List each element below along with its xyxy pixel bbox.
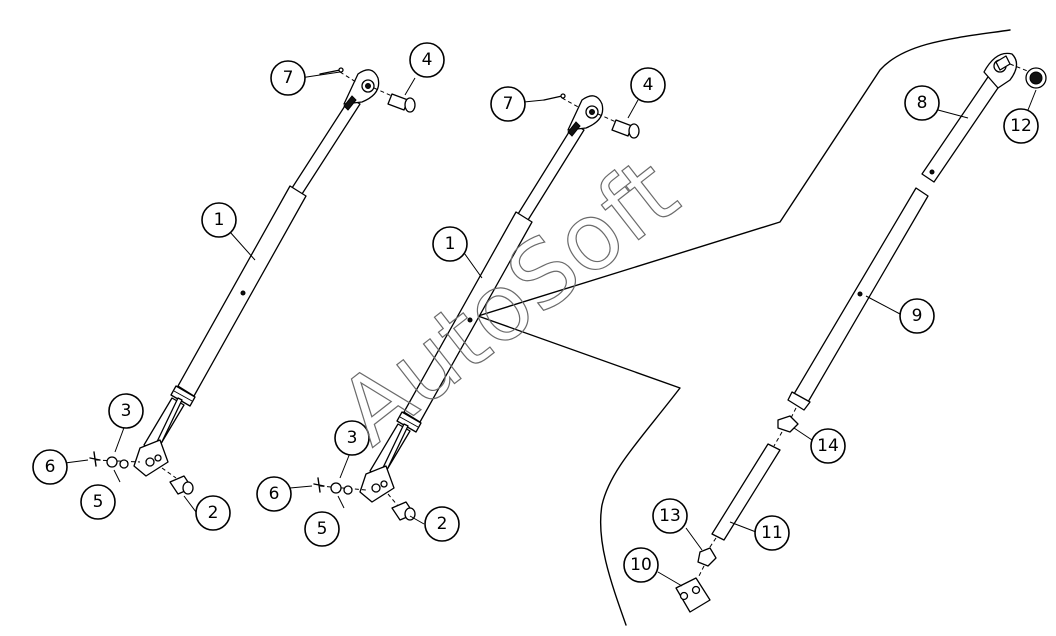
- section-boundary: [477, 29, 1011, 626]
- svg-text:10: 10: [630, 555, 652, 575]
- watermark-text: AutoSoft: [320, 138, 697, 466]
- svg-text:11: 11: [761, 523, 783, 543]
- svg-text:2: 2: [437, 514, 448, 534]
- svg-text:4: 4: [422, 50, 433, 70]
- svg-text:14: 14: [817, 436, 839, 456]
- callout-2-middle: 2: [424, 506, 460, 542]
- svg-text:13: 13: [659, 506, 681, 526]
- svg-text:6: 6: [45, 457, 56, 477]
- callout-13: 13: [652, 498, 688, 534]
- svg-text:8: 8: [917, 93, 928, 113]
- callout-5-left: 5: [80, 484, 116, 520]
- callout-7-middle: 7: [490, 86, 526, 122]
- callout-4-left: 4: [409, 42, 445, 78]
- callout-2-left: 2: [195, 495, 231, 531]
- strut-assembly-middle: [313, 93, 640, 521]
- leader-lines: [64, 71, 1037, 587]
- svg-text:3: 3: [347, 428, 358, 448]
- svg-text:9: 9: [912, 306, 923, 326]
- callout-4-middle: 4: [630, 67, 666, 103]
- callout-3-left: 3: [108, 393, 144, 429]
- svg-text:4: 4: [643, 75, 654, 95]
- strut-assembly-left: [89, 67, 416, 495]
- svg-text:1: 1: [214, 210, 225, 230]
- callout-12: 12: [1003, 108, 1039, 144]
- callout-3-middle: 3: [334, 420, 370, 456]
- svg-text:3: 3: [121, 401, 132, 421]
- callout-9: 9: [899, 298, 935, 334]
- callout-6-left: 6: [32, 449, 68, 485]
- svg-text:12: 12: [1010, 116, 1032, 136]
- strut-assembly-right: [675, 52, 1047, 613]
- callout-7-left: 7: [270, 60, 306, 96]
- callout-6-middle: 6: [256, 476, 292, 512]
- svg-text:6: 6: [269, 484, 280, 504]
- svg-text:5: 5: [317, 519, 328, 539]
- callout-10: 10: [623, 547, 659, 583]
- callout-1-middle: 1: [432, 226, 468, 262]
- callout-5-middle: 5: [304, 511, 340, 547]
- svg-text:7: 7: [503, 94, 514, 114]
- callout-11: 11: [754, 515, 790, 551]
- svg-text:7: 7: [283, 68, 294, 88]
- svg-text:2: 2: [208, 503, 219, 523]
- callout-8: 8: [904, 85, 940, 121]
- svg-text:1: 1: [445, 234, 456, 254]
- svg-text:5: 5: [93, 492, 104, 512]
- callout-1-left: 1: [201, 202, 237, 238]
- callout-14: 14: [810, 428, 846, 464]
